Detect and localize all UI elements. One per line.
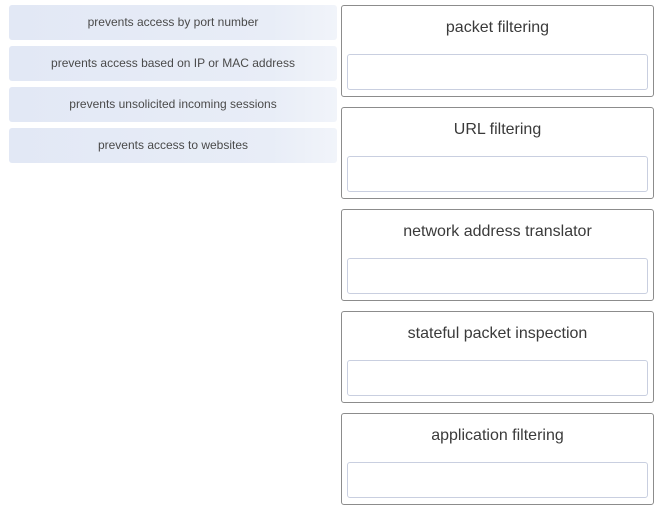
target-network-address-translator: network address translator bbox=[341, 209, 654, 301]
target-stateful-packet-inspection: stateful packet inspection bbox=[341, 311, 654, 403]
target-label: packet filtering bbox=[445, 19, 550, 36]
target-packet-filtering: packet filtering bbox=[341, 5, 654, 97]
option-unsolicited-sessions[interactable]: prevents unsolicited incoming sessions bbox=[9, 87, 337, 122]
drop-zone-application-filtering[interactable] bbox=[347, 462, 648, 498]
target-application-filtering: application filtering bbox=[341, 413, 654, 505]
match-targets-list: packet filtering URL filtering network a… bbox=[341, 5, 654, 515]
target-label: stateful packet inspection bbox=[407, 325, 588, 342]
drop-zone-url-filtering[interactable] bbox=[347, 156, 648, 192]
target-url-filtering: URL filtering bbox=[341, 107, 654, 199]
target-label: network address translator bbox=[403, 223, 592, 240]
option-port-number[interactable]: prevents access by port number bbox=[9, 5, 337, 40]
target-label: URL filtering bbox=[453, 121, 542, 138]
target-label: application filtering bbox=[431, 427, 564, 444]
drop-zone-network-address-translator[interactable] bbox=[347, 258, 648, 294]
option-ip-mac-address[interactable]: prevents access based on IP or MAC addre… bbox=[9, 46, 337, 81]
answer-options-list: prevents access by port number prevents … bbox=[9, 5, 337, 169]
drop-zone-stateful-packet-inspection[interactable] bbox=[347, 360, 648, 396]
drop-zone-packet-filtering[interactable] bbox=[347, 54, 648, 90]
option-websites[interactable]: prevents access to websites bbox=[9, 128, 337, 163]
